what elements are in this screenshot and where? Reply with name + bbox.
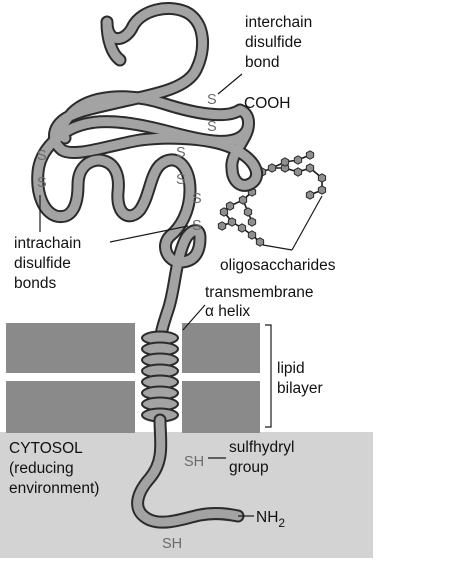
sugar-residue: [305, 190, 315, 200]
sugar-residue: [317, 173, 327, 183]
interchain-s-top: S: [207, 92, 217, 108]
sugar-residue: [255, 237, 265, 247]
annotation-labels: interchain disulfide bond COOH intrachai…: [9, 14, 336, 530]
sugar-residue: [225, 201, 235, 211]
cytosol-label: CYTOSOL (reducing environment): [9, 440, 99, 497]
lipid-bilayer-label: lipid bilayer: [277, 360, 323, 397]
disulfide-symbols: S S S S S S S S: [37, 92, 217, 234]
sugar-residue: [267, 163, 277, 173]
transmembrane-leader: [182, 304, 206, 331]
transmembrane-helix: [141, 330, 179, 423]
sulfhydryl-label: sulfhydryl group: [229, 439, 299, 476]
nh2-label: NH2: [256, 509, 285, 530]
oligo-leader-top: [291, 195, 323, 251]
sh-symbol-upper: SH: [184, 454, 204, 470]
bilayer-bracket: [265, 324, 272, 428]
intrachain-s-low-bottom: S: [192, 218, 202, 234]
sugar-residue: [317, 185, 327, 195]
intrachain-s-mid-top: S: [176, 145, 186, 161]
sugar-residue: [280, 163, 290, 173]
leader-lines: [39, 73, 323, 517]
intrachain-s-left-top: S: [37, 148, 47, 164]
sugar-residue: [305, 150, 315, 160]
sugar-residue: [238, 195, 248, 205]
bilayer-block-upper-left: [6, 323, 135, 373]
cytosol-region: [0, 432, 373, 558]
intrachain-s-low-top: S: [192, 191, 202, 207]
polypeptide-chain: [31, 2, 264, 529]
bilayer-block-upper-right: [182, 323, 260, 373]
intrachain-leader-right: [109, 225, 189, 243]
sugar-residue: [247, 217, 257, 227]
interchain-label: interchain disulfide bond: [245, 14, 317, 71]
intrachain-s-mid-bottom: S: [176, 172, 186, 188]
sugar-residue: [243, 207, 253, 217]
intrachain-label: intrachain disulfide bonds: [14, 235, 86, 292]
interchain-leader: [217, 73, 243, 95]
sugar-residue: [305, 163, 315, 173]
sugar-residue: [227, 217, 237, 227]
sugar-residue: [237, 223, 247, 233]
sugar-residue: [217, 221, 227, 231]
transmembrane-label: transmembrane α helix: [205, 284, 318, 320]
intrachain-s-left-bottom: S: [37, 175, 47, 191]
cooh-label: COOH: [244, 95, 291, 112]
sugar-residue: [293, 155, 303, 165]
lipid-bilayer: [6, 323, 260, 433]
bilayer-block-lower-left: [6, 381, 135, 433]
sugar-residue: [219, 207, 229, 217]
bilayer-block-lower-right: [182, 381, 260, 433]
sugar-residue: [247, 230, 257, 240]
sugar-residue: [293, 167, 303, 177]
oligo-leader-bottom: [262, 244, 293, 251]
sh-symbol-lower: SH: [162, 536, 182, 552]
oligosaccharides-label: oligosaccharides: [220, 257, 336, 274]
interchain-s-bottom: S: [207, 119, 217, 135]
sugar-residue: [280, 157, 290, 167]
